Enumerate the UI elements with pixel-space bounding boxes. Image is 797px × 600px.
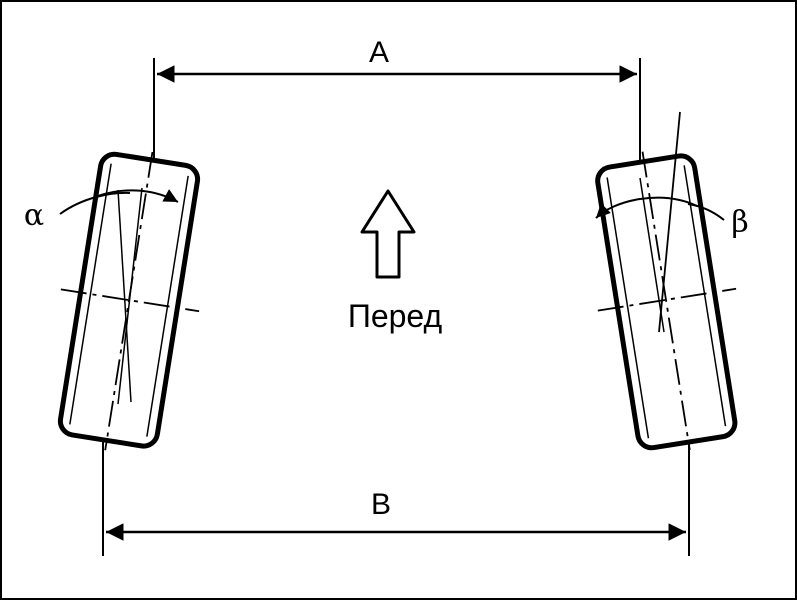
dimension-a: A xyxy=(153,36,641,178)
left-angle-leader xyxy=(59,191,131,215)
forward-arrow-icon xyxy=(360,189,416,279)
dimension-b: B xyxy=(102,432,690,556)
right-wheel-inner-edge xyxy=(606,177,650,439)
right-wheel-cross-line-2 xyxy=(639,177,665,333)
right-angle-label: β xyxy=(731,205,748,240)
dimension-a-label: A xyxy=(369,36,389,69)
right-wheel-axle-line xyxy=(597,287,737,312)
dimension-b-label: B xyxy=(371,488,391,521)
left-wheel-cross-line-2 xyxy=(117,187,143,405)
right-wheel xyxy=(595,151,738,451)
left-angle-label: α xyxy=(24,198,44,233)
right-wheel-center-axis xyxy=(641,151,691,451)
right-angle-leader xyxy=(687,203,725,221)
left-wheel-axle-line xyxy=(60,288,200,313)
left-wheel-inner-edge xyxy=(69,163,112,425)
left-angle-arc xyxy=(97,189,179,203)
right-angle-arc xyxy=(595,196,698,219)
left-wheel-cross-line-1 xyxy=(117,189,132,403)
direction-label: Перед xyxy=(348,298,443,334)
right-wheel-outer-edge xyxy=(683,165,727,427)
right-wheel-cross-line-1 xyxy=(658,111,681,333)
